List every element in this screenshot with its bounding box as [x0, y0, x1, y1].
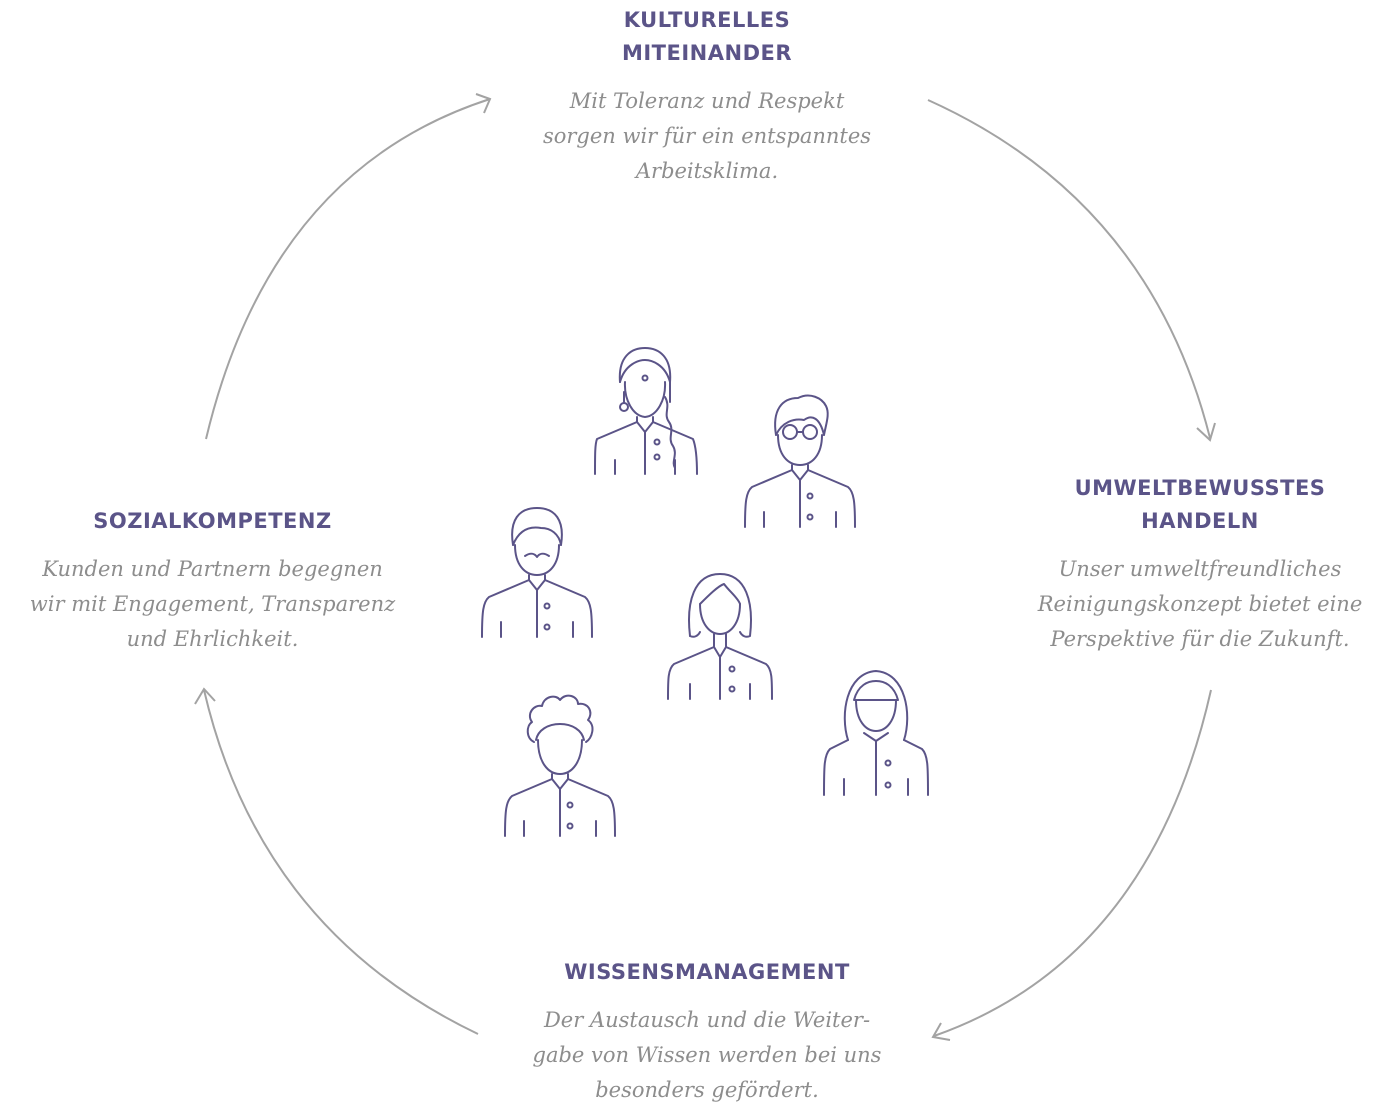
arrow-top-to-right [927, 99, 1216, 442]
arrow-left-to-top [205, 93, 492, 440]
section-right-title: UMWELTBEWUSSTES HANDELN [1074, 476, 1326, 533]
man-mustache-icon [481, 507, 593, 638]
section-right: UMWELTBEWUSSTES HANDELN Unser umweltfreu… [1000, 472, 1379, 657]
man-curly-hair-icon [504, 694, 616, 837]
woman-braid-icon [594, 347, 698, 475]
section-top-title: KULTURELLES MITEINANDER [621, 8, 793, 65]
section-left-description: Kunden und Partnern begegnen wir mit Eng… [29, 557, 396, 651]
section-top-description: Mit Toleranz und Respekt sorgen wir für … [542, 89, 872, 183]
man-glasses-icon [744, 394, 856, 528]
section-left: SOZIALKOMPETENZ Kunden und Partnern bege… [10, 505, 415, 657]
arrow-right-to-bottom [931, 689, 1212, 1041]
section-top: KULTURELLES MITEINANDER Mit Toleranz und… [457, 4, 957, 189]
section-bottom: WISSENSMANAGEMENT Der Austausch und die … [457, 956, 957, 1108]
woman-bob-icon [667, 573, 773, 700]
arrow-bottom-to-left [194, 687, 479, 1035]
section-bottom-description: Der Austausch und die Weiter- gabe von W… [532, 1008, 882, 1102]
section-right-description: Unser umweltfreundliches Reinigungskonze… [1037, 557, 1363, 651]
section-bottom-title: WISSENSMANAGEMENT [564, 960, 850, 984]
woman-hijab-icon [823, 670, 929, 796]
section-left-title: SOZIALKOMPETENZ [93, 509, 332, 533]
